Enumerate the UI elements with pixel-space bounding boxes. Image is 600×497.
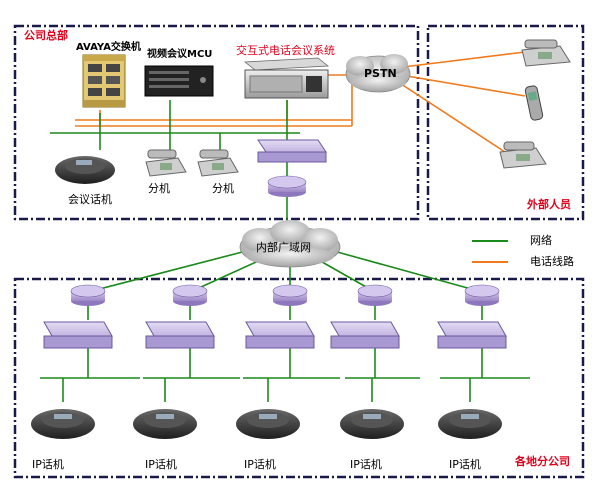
branch-router-icon [172,284,208,306]
extension-2-label: 分机 [212,182,234,195]
hq-region-label: 公司总部 [24,29,68,42]
ip-phone-label: IP话机 [244,458,276,471]
hq-region-border [13,24,420,221]
branch-ip-phone-icon [31,409,95,439]
branch-switch-icon [330,321,400,349]
legend-network-label: 网络 [530,234,552,247]
branch-router-icon [357,284,393,306]
branch-switch-icon [437,321,507,349]
avaya-switch-label: AVAYA交换机 [76,42,141,53]
conference-phone-label: 会议话机 [68,193,112,206]
external-desk-phone-2-icon [499,141,547,169]
extension-1-label: 分机 [148,182,170,195]
legend-phone-line-label: 电话线路 [530,255,574,268]
mcu-server-icon [144,65,214,97]
wan-cloud-icon [239,220,341,268]
external-desk-phone-icon [521,39,571,67]
wan-label: 内部广域网 [256,241,311,254]
external-region-label: 外部人员 [527,198,571,211]
branch-region-label: 各地分公司 [515,455,570,468]
external-region-border [426,24,585,221]
pstn-label: PSTN [364,67,397,80]
branch-router-icon [70,284,106,306]
branch-ip-phone-icon [438,409,502,439]
extension-phone-2-icon [197,149,239,177]
branch-ip-phone-icon [340,409,404,439]
branch-network-lines [40,304,530,402]
conference-server-icon [243,57,330,99]
branch-switch-icon [145,321,215,349]
ip-phone-label: IP话机 [449,458,481,471]
hq-conference-phone-icon [55,156,115,184]
hq-switch-icon [257,139,327,163]
branch-ip-phone-icon [133,409,197,439]
branch-region-border [13,277,585,479]
avaya-switch-icon [82,54,126,108]
pstn-cloud-icon [345,54,411,93]
conference-system-label: 交互式电话会议系统 [236,44,335,57]
ip-phone-label: IP话机 [350,458,382,471]
branch-router-icon [272,284,308,306]
branch-ip-phone-icon [236,409,300,439]
hq-router-icon [267,175,307,197]
mcu-label: 视频会议MCU [147,49,213,60]
branch-router-icon [464,284,500,306]
branch-switch-icon [245,321,315,349]
ip-phone-label: IP话机 [145,458,177,471]
branch-switch-icon [43,321,113,349]
external-mobile-phone-icon [524,85,544,121]
extension-phone-1-icon [145,149,187,177]
ip-phone-label: IP话机 [32,458,64,471]
branch-devices [31,284,507,439]
